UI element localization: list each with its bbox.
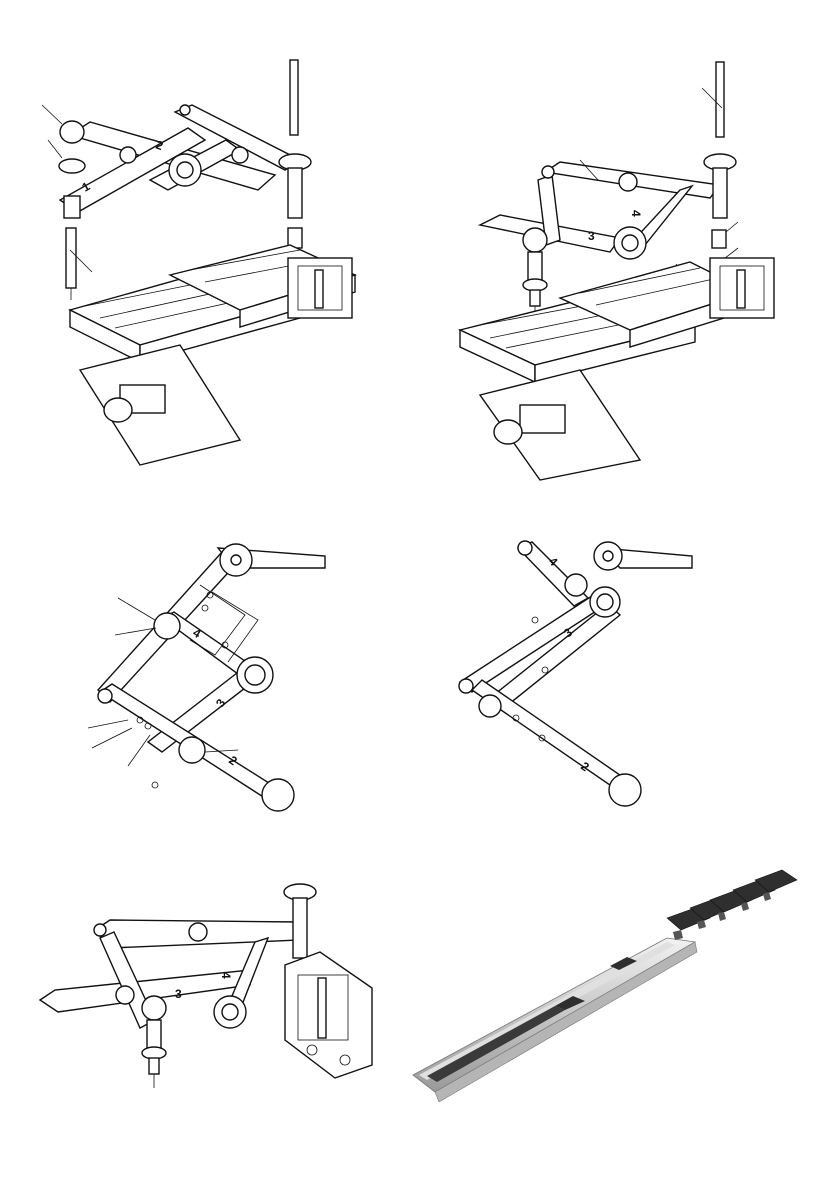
linkage-plan-drawing-right: 4 3 2	[420, 520, 840, 820]
stylus-pin	[290, 60, 298, 135]
pantograph-linkage: 4 3 2	[459, 541, 692, 806]
arm-number-label: 4	[629, 210, 643, 217]
knob	[179, 737, 205, 763]
tracer-wheel	[609, 774, 641, 806]
letter-rail-panel	[405, 860, 825, 1110]
knob	[142, 996, 166, 1020]
knob	[154, 613, 180, 639]
assembled-arm-drawing: 4 3	[0, 860, 420, 1110]
table-handwheel	[494, 420, 522, 444]
pantograph-linkage: 3 4	[480, 162, 720, 259]
exploded-view-panel: 1 2	[0, 0, 420, 470]
stylus-pin	[716, 62, 724, 137]
letter-blocks	[667, 870, 797, 940]
cross-table	[460, 258, 774, 480]
letter-rail	[413, 938, 697, 1102]
tracer-wheel	[262, 779, 294, 811]
knob	[523, 228, 547, 252]
cross-table	[70, 245, 355, 465]
exploded-view-drawing: 1 2	[0, 0, 420, 470]
pantograph-linkage: 4 3	[40, 920, 300, 1028]
assembled-view-drawing: 3 4	[420, 0, 840, 470]
vise	[285, 952, 372, 1078]
arm-number-label: 3	[588, 229, 595, 243]
table-handwheel	[104, 398, 132, 422]
bushing	[64, 196, 80, 218]
linkage-plan-panel-left: 4 3 2	[0, 520, 420, 820]
assembled-view-panel: 3 4	[420, 0, 840, 470]
washer	[59, 159, 85, 173]
knob	[60, 121, 84, 143]
linkage-plan-drawing-left: 4 3 2	[0, 520, 420, 820]
pantograph-linkage: 1 2	[60, 105, 300, 212]
arm-number-label: 3	[175, 987, 182, 1001]
arm-number-label: 4	[219, 972, 233, 979]
tracer-pin	[66, 228, 76, 288]
assembled-arm-panel: 4 3	[0, 860, 420, 1110]
pantograph-linkage: 4 3 2	[98, 544, 325, 811]
knob	[479, 695, 501, 717]
linkage-plan-panel-right: 4 3 2	[420, 520, 840, 820]
letter-rail-illustration	[405, 860, 825, 1110]
spacer	[712, 230, 726, 248]
knob	[565, 574, 587, 596]
